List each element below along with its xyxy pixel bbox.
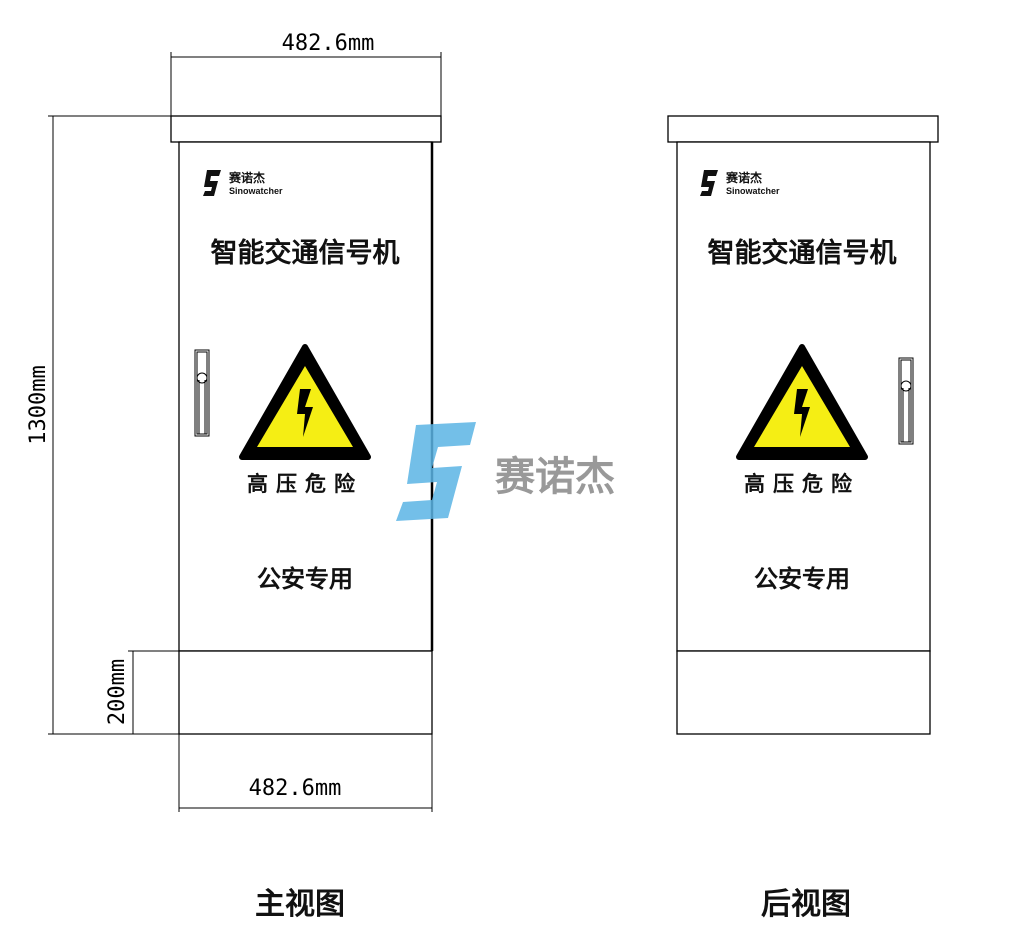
rear-base <box>676 650 931 735</box>
total-height-label: 1300mm <box>26 365 51 444</box>
watermark-logo-icon <box>396 422 476 521</box>
panel-title: 智能交通信号机 <box>211 237 400 269</box>
brand-name-en: Sinowatcher <box>726 186 780 196</box>
base-height-label: 200mm <box>105 659 130 725</box>
brand-logo-icon <box>203 170 221 196</box>
watermark: 赛诺杰 <box>396 422 615 521</box>
dimension-base-height: 200mm <box>105 650 179 734</box>
brand-name-en: Sinowatcher <box>229 186 283 196</box>
brand-logo-icon <box>700 170 718 196</box>
warning-text: 高压危险 <box>247 472 363 496</box>
bottom-width-label: 482.6mm <box>249 776 342 801</box>
front-panel-content: 赛诺杰 Sinowatcher 智能交通信号机 高压危险 公安专用 <box>203 170 400 593</box>
rear-view-label: 后视图 <box>761 887 851 922</box>
high-voltage-warning-icon <box>736 344 868 460</box>
top-width-label: 482.6mm <box>282 31 375 56</box>
warning-text: 高压危险 <box>744 472 860 496</box>
high-voltage-warning-icon <box>239 344 371 460</box>
dimension-bottom-width: 482.6mm <box>178 734 433 812</box>
panel-title: 智能交通信号机 <box>708 237 897 269</box>
dimension-top-width: 482.6mm <box>170 31 442 116</box>
brand-name-cn: 赛诺杰 <box>228 170 265 185</box>
door-handle <box>898 357 914 445</box>
front-view-label: 主视图 <box>255 887 345 922</box>
door-handle <box>194 349 210 437</box>
usage-text: 公安专用 <box>754 565 850 593</box>
rear-top-cap <box>667 115 939 143</box>
rear-panel-content: 赛诺杰 Sinowatcher 智能交通信号机 高压危险 公安专用 <box>700 170 897 593</box>
dimension-total-height: 1300mm <box>26 115 179 735</box>
front-top-cap <box>170 115 442 143</box>
usage-text: 公安专用 <box>257 565 353 593</box>
front-base <box>178 650 433 735</box>
brand-name-cn: 赛诺杰 <box>725 170 762 185</box>
watermark-text: 赛诺杰 <box>495 454 615 500</box>
